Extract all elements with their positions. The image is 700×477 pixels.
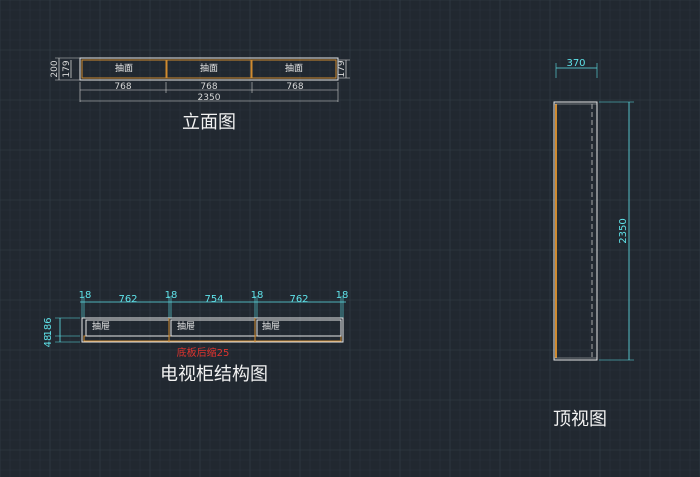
structure-dimension: 762 — [289, 294, 308, 305]
bottom-panel-note: 底板后缩25 — [177, 346, 230, 359]
width-dimension: 768 — [286, 82, 303, 92]
top-view: 370 2350 顶视图 — [553, 58, 634, 430]
height-dimension: 179 — [337, 60, 347, 77]
width-dimension: 768 — [200, 82, 217, 92]
structure-dimension: 48 — [43, 335, 54, 348]
width-dimension: 768 — [114, 82, 131, 92]
height-dimension: 179 — [62, 60, 72, 77]
structure-dimension: 186 — [43, 317, 54, 336]
elevation-view: 抽面 抽面 抽面 200 179 179 768 768 768 2350 立面… — [50, 57, 350, 133]
drawer-label: 抽屉 — [262, 320, 280, 332]
structure-dimension: 18 — [79, 290, 92, 301]
structure-cabinet-outline — [81, 317, 344, 343]
elevation-drawer-face — [81, 59, 167, 79]
structure-view: 18 762 18 754 18 762 18 186 48 抽屉 抽屉 抽屉 … — [43, 290, 348, 385]
top-view-cabinet-outline — [553, 101, 598, 361]
elevation-drawer-face — [166, 59, 252, 79]
drawer-face-label: 抽面 — [200, 62, 218, 74]
length-dimension: 2350 — [618, 218, 629, 243]
elevation-cabinet-outline — [79, 57, 339, 81]
structure-dimension: 18 — [165, 290, 178, 301]
drawer-label: 抽屉 — [92, 320, 110, 332]
elevation-title: 立面图 — [182, 112, 236, 133]
drawer-box — [256, 319, 342, 337]
drawer-face-label: 抽面 — [115, 62, 133, 74]
structure-dimension: 754 — [204, 294, 223, 305]
elevation-drawer-face — [251, 59, 337, 79]
height-dimension: 200 — [50, 60, 60, 77]
total-width-dimension: 2350 — [198, 93, 221, 103]
top-view-title: 顶视图 — [553, 409, 607, 430]
drawer-face-label: 抽面 — [285, 62, 303, 74]
structure-dimension: 18 — [336, 290, 349, 301]
structure-dimension: 18 — [251, 290, 264, 301]
structure-dimension: 762 — [118, 294, 137, 305]
depth-dimension: 370 — [566, 58, 585, 69]
structure-title: 电视柜结构图 — [160, 364, 268, 385]
drawer-label: 抽屉 — [177, 320, 195, 332]
